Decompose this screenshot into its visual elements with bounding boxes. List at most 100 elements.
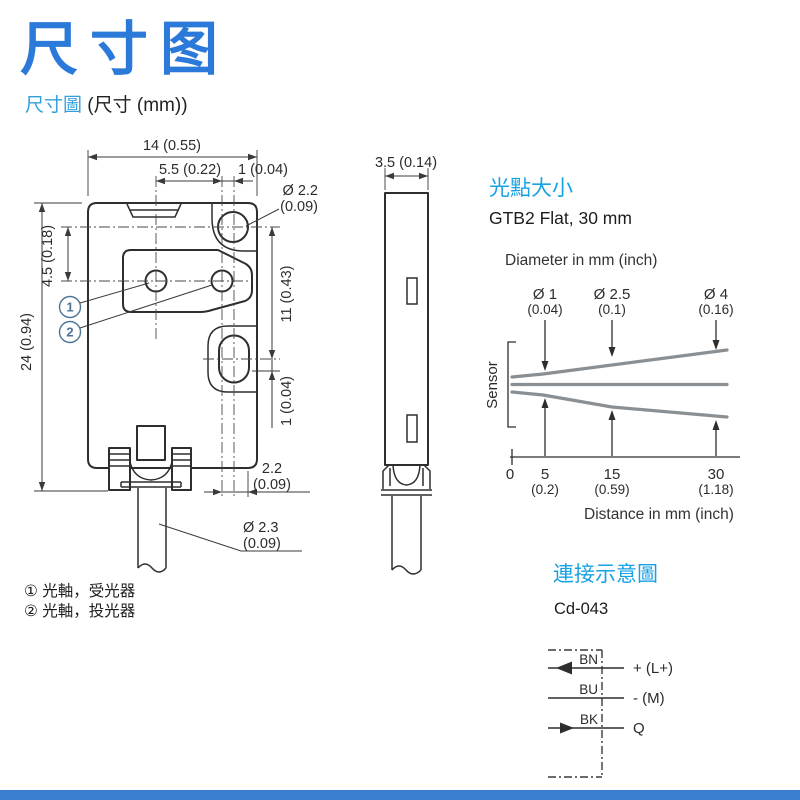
connection-diagram: BN BU BK + (L+) - (M) Q (548, 649, 673, 778)
clip-wing-left (108, 447, 131, 491)
tick-30-mm: 30 (708, 466, 725, 483)
arrow (268, 227, 276, 236)
legend-item-1: ① 光軸，受光器 (24, 582, 135, 602)
connection-code: Cd-043 (554, 600, 609, 618)
terminal-minus: - (M) (633, 690, 665, 707)
down-arrow-1 (541, 361, 549, 371)
callout-1-circle (58, 295, 82, 319)
dim-side-width: 3.5 (0.14) (375, 155, 437, 171)
tick-15-mm: 15 (604, 466, 621, 483)
tick-15-inch: (0.59) (594, 482, 629, 497)
spot-dia-1-inch: (0.04) (527, 302, 562, 317)
arrow (64, 227, 72, 236)
arrow (88, 153, 97, 161)
callout-1-number: 1 (66, 300, 73, 315)
tick-5-mm: 5 (541, 466, 549, 483)
down-arrow-lines (544, 320, 717, 362)
arrow (419, 172, 428, 180)
clip-saddle (129, 461, 173, 481)
spot-dia-3-inch: (0.16) (698, 302, 733, 317)
legend-text-1: 光軸，受光器 (42, 583, 136, 600)
wire-bk-arrow (560, 722, 574, 734)
callout-2-number: 2 (66, 325, 73, 340)
wire-bn-label: BN (579, 652, 598, 667)
side-view-drawing: 3.5 (0.14) (375, 155, 437, 575)
bottom-accent-bar (0, 790, 800, 800)
up-arrow-2 (608, 410, 616, 420)
cable-side-break (391, 565, 422, 575)
sensor-label: Sensor (484, 361, 501, 409)
side-clip-flares (382, 464, 431, 489)
beam-lower-edge (510, 390, 729, 419)
wire-bk-label: BK (580, 712, 598, 727)
dim-slot-offset: 1 (0.04) (279, 376, 295, 426)
spot-size-heading: 光點大小 (489, 177, 573, 200)
cable-side (391, 496, 422, 570)
up-arrow-lines (544, 407, 717, 456)
spot-dia-1-mm: Ø 1 (533, 286, 557, 303)
ext-side-width (384, 168, 429, 190)
spot-dia-2-inch: (0.1) (598, 302, 626, 317)
down-arrow-2 (608, 347, 616, 357)
arrow (385, 172, 394, 180)
dim-edge-distance-mm: 2.2 (262, 461, 282, 477)
dim-mount-hole-mm: Ø 2.2 (283, 183, 318, 199)
side-slot-lower (406, 414, 418, 443)
cable-front-break (137, 563, 167, 573)
leader-callout-2 (79, 284, 213, 329)
page-subtitle: 尺寸圖 (尺寸 (mm)) (25, 90, 188, 117)
arrow (268, 371, 276, 380)
down-arrow-3 (712, 340, 720, 350)
leader-cable-dia (158, 523, 302, 552)
arrow (268, 350, 276, 359)
wire-bu-label: BU (579, 682, 598, 697)
dim-hole-to-slot: 11 (0.43) (279, 266, 295, 323)
dim-cable-dia-inch: (0.09) (243, 536, 281, 552)
legend-marker-1: ① (24, 583, 38, 600)
legend-text-2: 光軸，投光器 (42, 603, 136, 620)
arrow (248, 488, 257, 496)
arrow (213, 488, 222, 496)
spot-size-chart: Ø 1 (0.04) Ø 2.5 (0.1) Ø 4 (0.16) Sensor (484, 286, 740, 497)
sensor-bracket (507, 341, 516, 428)
side-clip-bar (381, 489, 432, 496)
terminal-plus: + (L+) (633, 660, 673, 677)
subtitle-unit: (尺寸 (mm)) (82, 95, 188, 116)
spot-dia-3-mm: Ø 4 (704, 286, 728, 303)
spot-size-model: GTB2 Flat, 30 mm (489, 208, 632, 228)
corner-step-contour (211, 203, 257, 252)
tick-30-inch: (1.18) (698, 482, 733, 497)
legend: ① 光軸，受光器 ② 光軸，投光器 (24, 582, 135, 622)
legend-item-2: ② 光軸，投光器 (24, 602, 135, 622)
arrow (213, 177, 222, 185)
up-arrow-3 (712, 420, 720, 430)
clip-bottom-bar (120, 481, 182, 488)
dim-hole-pitch: 5.5 (0.22) (159, 162, 221, 178)
side-slot-upper (406, 277, 418, 305)
arrow (248, 153, 257, 161)
tick-0: 0 (506, 466, 514, 483)
arrow (38, 203, 46, 212)
tick-5-inch: (0.2) (531, 482, 559, 497)
page-title: 尺寸图 (20, 15, 231, 83)
cable-front (137, 488, 167, 568)
legend-marker-2: ② (24, 603, 38, 620)
diameter-axis-title: Diameter in mm (inch) (505, 252, 658, 269)
dim-front-width: 14 (0.55) (143, 138, 201, 154)
leader-mount-hole (245, 208, 280, 227)
up-arrow-1 (541, 398, 549, 408)
device-boundary (548, 649, 603, 778)
side-clip-inner (389, 468, 424, 486)
side-clip-saddle (392, 464, 421, 486)
dim-axis-offset: 4.5 (0.18) (40, 225, 56, 287)
arrow (234, 177, 243, 185)
subtitle-zh: 尺寸圖 (25, 95, 83, 116)
dim-mount-hole-inch: (0.09) (280, 199, 318, 215)
distance-axis-title: Distance in mm (inch) (584, 506, 734, 523)
arrow (64, 272, 72, 281)
callout-2-circle (58, 320, 82, 344)
arrow (38, 482, 46, 491)
dim-front-height: 24 (0.94) (19, 313, 35, 371)
front-view-drawing: 14 (0.55) 5.5 (0.22) 1 (0.04) Ø 2.2 (0.0… (19, 138, 318, 573)
